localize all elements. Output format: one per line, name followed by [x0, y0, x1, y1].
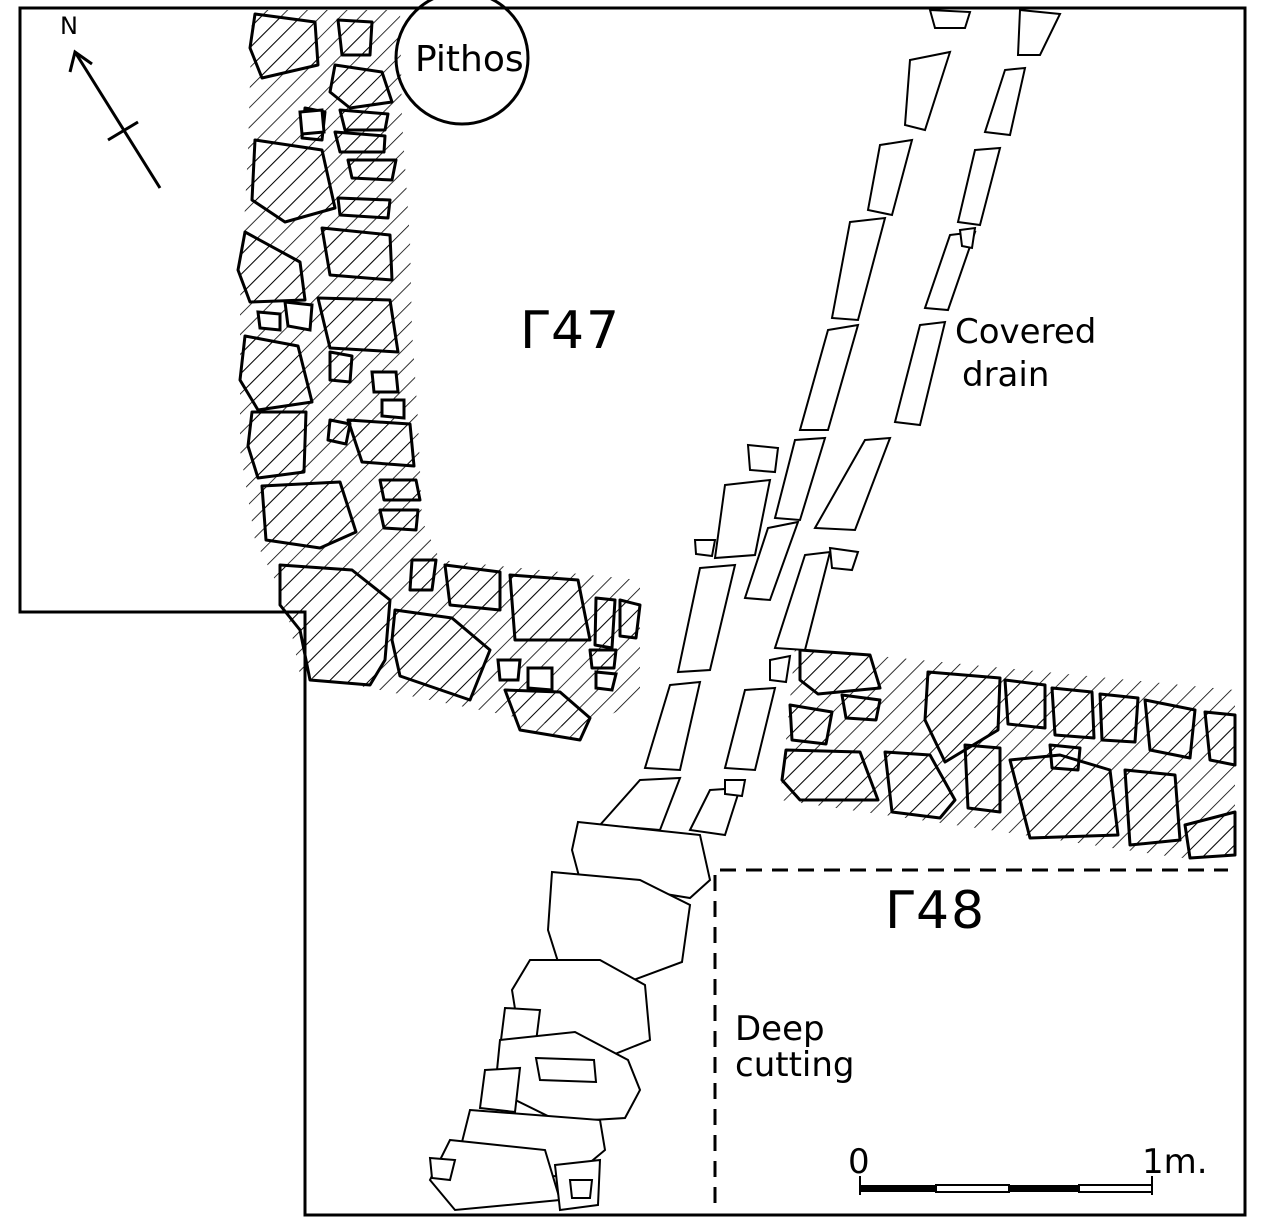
- scale-start-label: 0: [848, 1142, 870, 1182]
- drain-label-line1: Covered: [955, 312, 1097, 352]
- west-wall: [236, 10, 642, 742]
- cutting-label-line1: Deep: [735, 1009, 825, 1049]
- deep-cutting-boundary: [713, 868, 1228, 1203]
- north-label: N: [60, 12, 78, 40]
- north-arrow: [68, 49, 162, 189]
- room-48-label: Γ48: [885, 881, 987, 941]
- scale-bar: [859, 1176, 1153, 1195]
- trench-outline: [18, 6, 1247, 1217]
- room-47-label: Γ47: [520, 301, 622, 361]
- pithos-label: Pithos: [415, 39, 524, 80]
- cutting-label-line2: cutting: [735, 1045, 855, 1085]
- covered-drain: [597, 8, 1062, 837]
- drain-label-line2: drain: [962, 355, 1050, 395]
- scale-end-label: 1m.: [1142, 1142, 1208, 1182]
- east-wall: [780, 648, 1237, 860]
- drain-continuation: [428, 820, 712, 1212]
